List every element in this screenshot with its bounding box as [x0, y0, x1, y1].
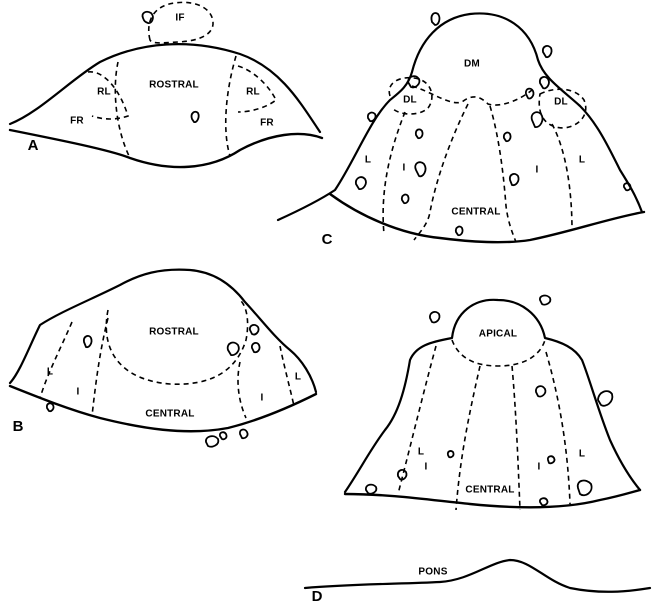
- region-label-l-left: L: [47, 367, 53, 378]
- region-label-pons: PONS: [418, 567, 447, 578]
- region-label-apical: APICAL: [479, 329, 517, 340]
- blood-vessel: [415, 162, 425, 176]
- region-label-i-right: I: [536, 165, 539, 176]
- region-label-i-left: I: [425, 462, 428, 473]
- region-label-central: CENTRAL: [451, 207, 500, 218]
- blood-vessel: [206, 436, 218, 446]
- blood-vessel: [84, 336, 92, 347]
- right-rostral-border: [226, 56, 236, 156]
- region-label-i-right: I: [538, 462, 541, 473]
- blood-vessel: [448, 451, 454, 457]
- blood-vessel: [192, 112, 199, 122]
- blood-vessel: [504, 133, 511, 142]
- blood-vessel: [431, 13, 439, 25]
- region-label-dl-right: DL: [554, 97, 568, 108]
- blood-vessel: [402, 195, 409, 204]
- region-label-fr-left: FR: [70, 116, 84, 127]
- panel-a: IF ROSTRAL RL RL FR FR A: [10, 2, 322, 167]
- panel-b: ROSTRAL CENTRAL L I I L B: [10, 270, 316, 447]
- blood-vessel: [250, 325, 259, 335]
- blood-vessel: [540, 498, 548, 505]
- blood-vessel: [368, 113, 376, 122]
- blood-vessel: [240, 430, 248, 439]
- rostral-border: [106, 300, 247, 384]
- blood-vessel: [47, 403, 54, 411]
- region-label-if: IF: [175, 13, 184, 24]
- region-label-rostral: ROSTRAL: [149, 327, 199, 338]
- region-label-i-right: I: [261, 393, 264, 404]
- ventral-border: [330, 194, 644, 242]
- blood-vessel: [548, 456, 555, 463]
- blood-vessel: [540, 77, 549, 88]
- region-label-central: CENTRAL: [145, 409, 194, 420]
- region-label-i-left: I: [403, 163, 406, 174]
- blood-vessel: [526, 89, 534, 99]
- blood-vessel: [252, 343, 260, 352]
- blood-vessel: [598, 391, 612, 406]
- blood-vessel: [510, 174, 519, 185]
- region-label-dl-left: DL: [403, 95, 417, 106]
- panel-letter-a: A: [28, 137, 39, 154]
- panel-c: DM DL DL L I I L CENTRAL C: [278, 13, 644, 248]
- blood-vessel: [220, 432, 227, 439]
- region-label-l-right: L: [579, 155, 585, 166]
- l-right-border: [552, 124, 572, 230]
- region-label-l-right: L: [579, 449, 585, 460]
- i-right-border: [238, 362, 246, 418]
- region-label-l-left: L: [418, 447, 424, 458]
- apical-border: [452, 340, 545, 366]
- panel-letter-d: D: [312, 588, 323, 605]
- panel-letter-c: C: [322, 231, 333, 248]
- blood-vessel: [228, 343, 239, 356]
- region-label-central: CENTRAL: [465, 485, 514, 496]
- l-right-border: [280, 346, 294, 406]
- blood-vessel: [416, 129, 423, 138]
- region-label-rostral: ROSTRAL: [149, 80, 199, 91]
- blood-vessel: [540, 296, 550, 305]
- dl-right-border: [539, 89, 586, 128]
- region-label-fr-right: FR: [260, 118, 274, 129]
- region-label-l-right: L: [295, 372, 301, 383]
- l-left-border: [40, 322, 72, 398]
- pons-outline: [305, 560, 650, 592]
- region-label-rl-left: RL: [97, 87, 111, 98]
- blood-vessel: [532, 112, 543, 127]
- blood-vessel: [536, 386, 545, 396]
- region-label-rl-right: RL: [246, 87, 260, 98]
- l-right-border: [546, 352, 570, 504]
- ventral-border: [10, 130, 322, 167]
- blood-vessel: [430, 312, 440, 323]
- panel-d: APICAL CENTRAL L I I L PONS D: [305, 296, 650, 605]
- blood-vessel: [543, 46, 552, 57]
- section-outline: [278, 13, 642, 220]
- blood-vessel: [578, 481, 592, 496]
- blood-vessel: [356, 177, 366, 189]
- blood-vessel: [456, 227, 463, 236]
- region-label-l-left: L: [365, 155, 371, 166]
- left-rostral-border: [115, 62, 130, 158]
- l-left-border: [398, 346, 436, 494]
- i-left-border: [414, 104, 468, 240]
- panel-letter-b: B: [13, 418, 24, 435]
- blood-vessel: [366, 485, 376, 494]
- i-left-border: [92, 318, 108, 416]
- region-label-dm: DM: [464, 59, 480, 70]
- region-label-i-left: I: [77, 387, 80, 398]
